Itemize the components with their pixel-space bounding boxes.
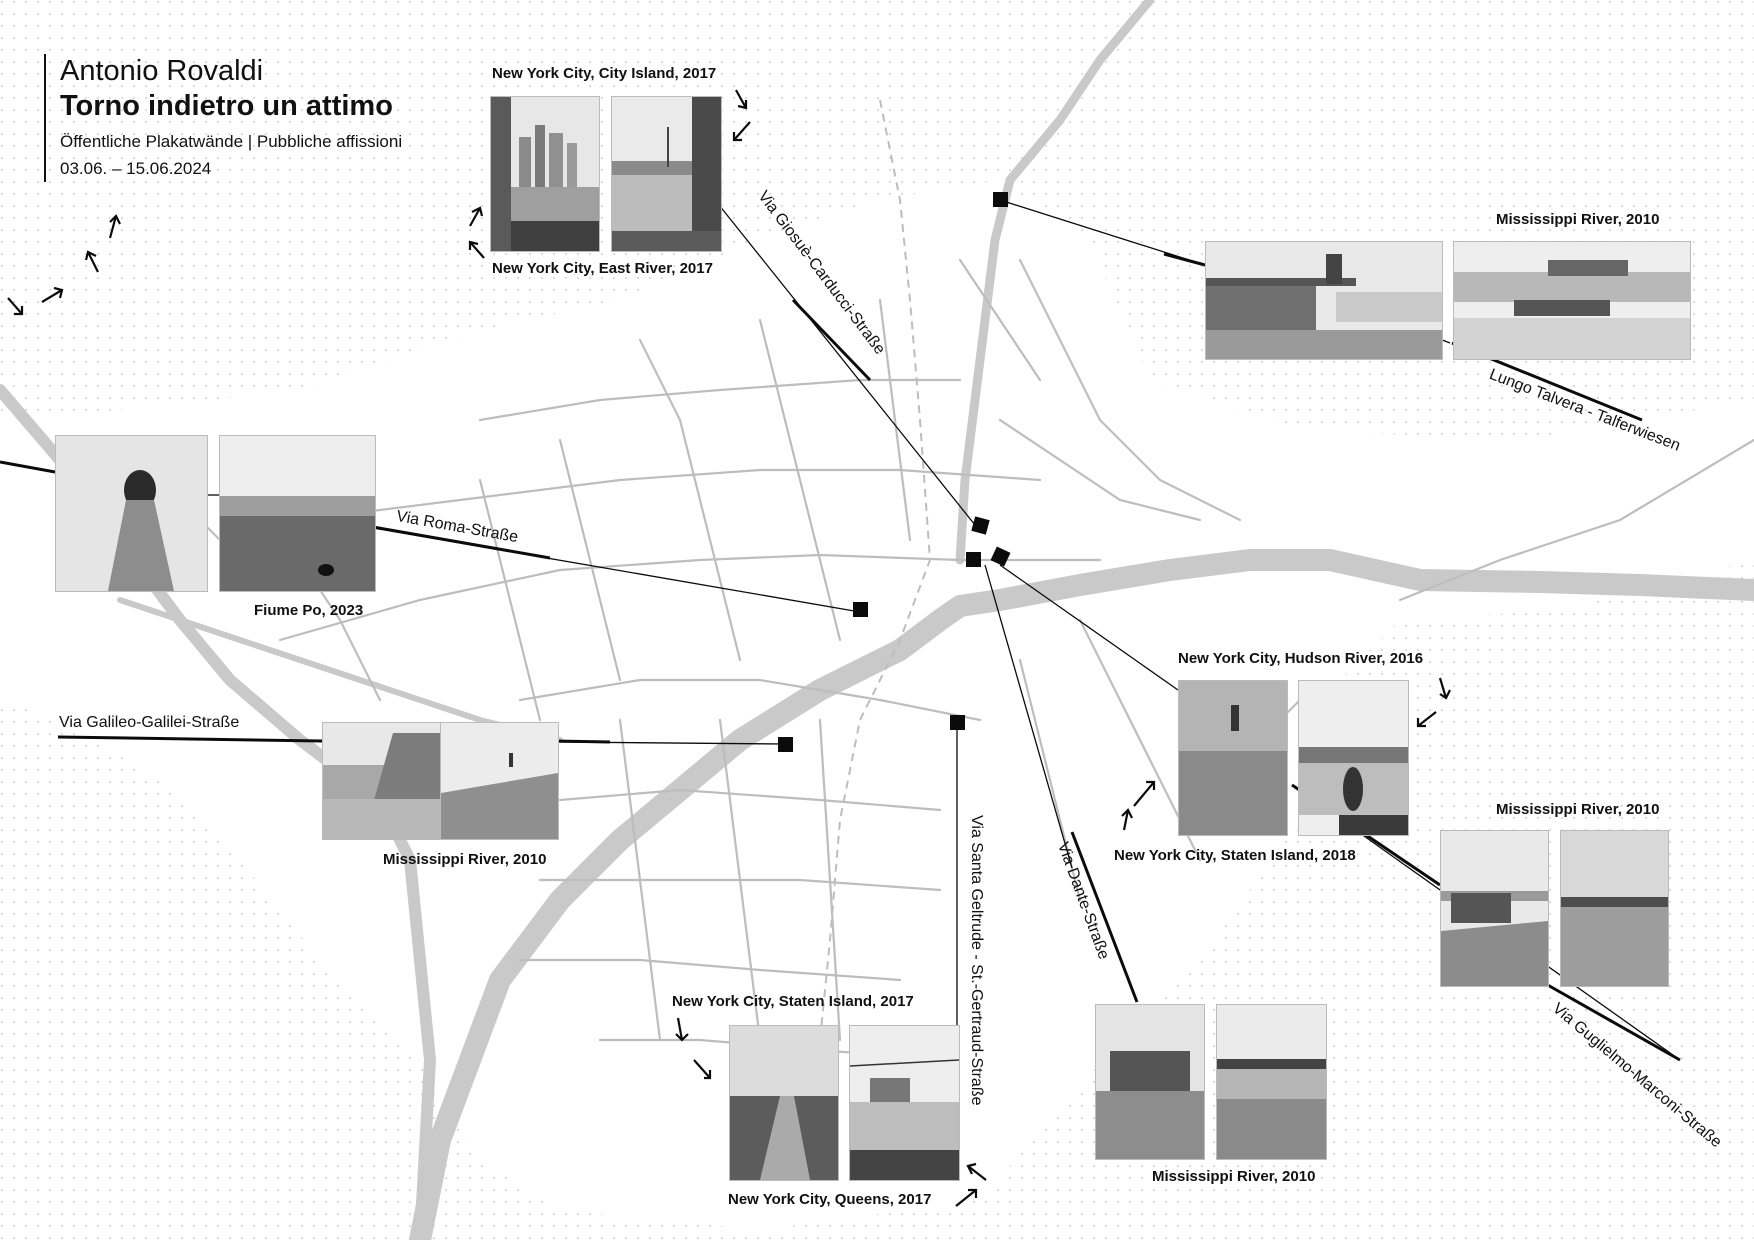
city-area <box>0 180 1754 1230</box>
arrow-icon <box>732 121 751 142</box>
photo-po-riverbank[interactable] <box>219 435 376 592</box>
arrow-icon <box>693 1059 712 1080</box>
road-network <box>118 258 1754 1062</box>
photo-mississippi-truck[interactable] <box>1453 241 1691 360</box>
location-marker-icon[interactable] <box>993 192 1008 207</box>
arrow-icons <box>7 89 1451 1207</box>
street-galilei: Via Galileo-Galilei-Straße <box>59 714 240 731</box>
arrow-icon <box>108 214 121 239</box>
photo-mississippi-bridge[interactable] <box>1205 241 1443 360</box>
photo-staten-island-creek[interactable] <box>729 1025 839 1181</box>
caption-staten-2017: New York City, Staten Island, 2017 <box>672 993 914 1010</box>
railway <box>819 99 932 1041</box>
caption-mississippi-left: Mississippi River, 2010 <box>383 851 547 868</box>
photo-queens-flood[interactable] <box>849 1025 960 1181</box>
caption-mississippi-bottom: Mississippi River, 2010 <box>1152 1168 1316 1185</box>
location-marker-icon[interactable] <box>966 552 981 567</box>
arrow-icon <box>1121 808 1133 831</box>
caption-queens: New York City, Queens, 2017 <box>728 1191 932 1208</box>
photo-mississippi-steamboat[interactable] <box>1440 830 1549 987</box>
caption-mississippi-right: Mississippi River, 2010 <box>1496 801 1660 818</box>
photo-mississippi-bridge-bottom[interactable] <box>1216 1004 1327 1160</box>
caption-fiume-po: Fiume Po, 2023 <box>254 602 364 619</box>
title-block: Antonio Rovaldi Torno indietro un attimo… <box>44 54 402 182</box>
caption-city-island: New York City, City Island, 2017 <box>492 65 717 82</box>
location-marker-icon[interactable] <box>950 715 965 730</box>
arrow-icon <box>469 206 484 227</box>
arrow-icon <box>1416 711 1437 728</box>
artist-name: Antonio Rovaldi <box>60 55 264 87</box>
photo-east-river-trees[interactable] <box>611 96 722 252</box>
arrow-icon <box>84 250 99 273</box>
photo-hudson-bird-water[interactable] <box>1178 680 1288 836</box>
river-isarco <box>409 549 1754 1240</box>
arrow-icon <box>675 1017 689 1042</box>
arrow-icon <box>41 286 64 303</box>
caption-mississippi-top: Mississippi River, 2010 <box>1496 211 1660 228</box>
arrow-icon <box>7 297 24 316</box>
photo-mississippi-bridge-right[interactable] <box>1560 830 1669 987</box>
caption-staten-2018: New York City, Staten Island, 2018 <box>1114 847 1356 864</box>
street-geltrude: Via Santa Geltrude - St.-Gertraud-Straße <box>968 815 985 1106</box>
location-marker-icon[interactable] <box>853 602 868 617</box>
arrow-icon <box>468 240 485 259</box>
photo-mississippi-shore[interactable] <box>322 722 442 840</box>
photo-mississippi-figure[interactable] <box>440 722 559 840</box>
photo-mississippi-casino[interactable] <box>1095 1004 1205 1160</box>
location-marker-icon[interactable] <box>778 737 793 752</box>
work-title: Torno indietro un attimo <box>60 90 393 122</box>
arrow-icon <box>1133 780 1156 807</box>
arrow-icon <box>966 1162 987 1181</box>
photo-city-island-skyline[interactable] <box>490 96 600 252</box>
caption-hudson: New York City, Hudson River, 2016 <box>1178 650 1424 667</box>
exhibition-dates: 03.06. – 15.06.2024 <box>60 159 212 178</box>
caption-east-river: New York City, East River, 2017 <box>492 260 713 277</box>
subtitle: Öffentliche Plakatwände | Pubbliche affi… <box>60 132 403 151</box>
arrow-icon <box>735 89 748 110</box>
photo-po-hand-stone[interactable] <box>55 435 208 592</box>
river-talvera <box>955 0 1155 565</box>
photo-staten-goose[interactable] <box>1298 680 1409 836</box>
arrow-icon <box>955 1188 978 1207</box>
arrow-icon <box>1438 677 1451 700</box>
